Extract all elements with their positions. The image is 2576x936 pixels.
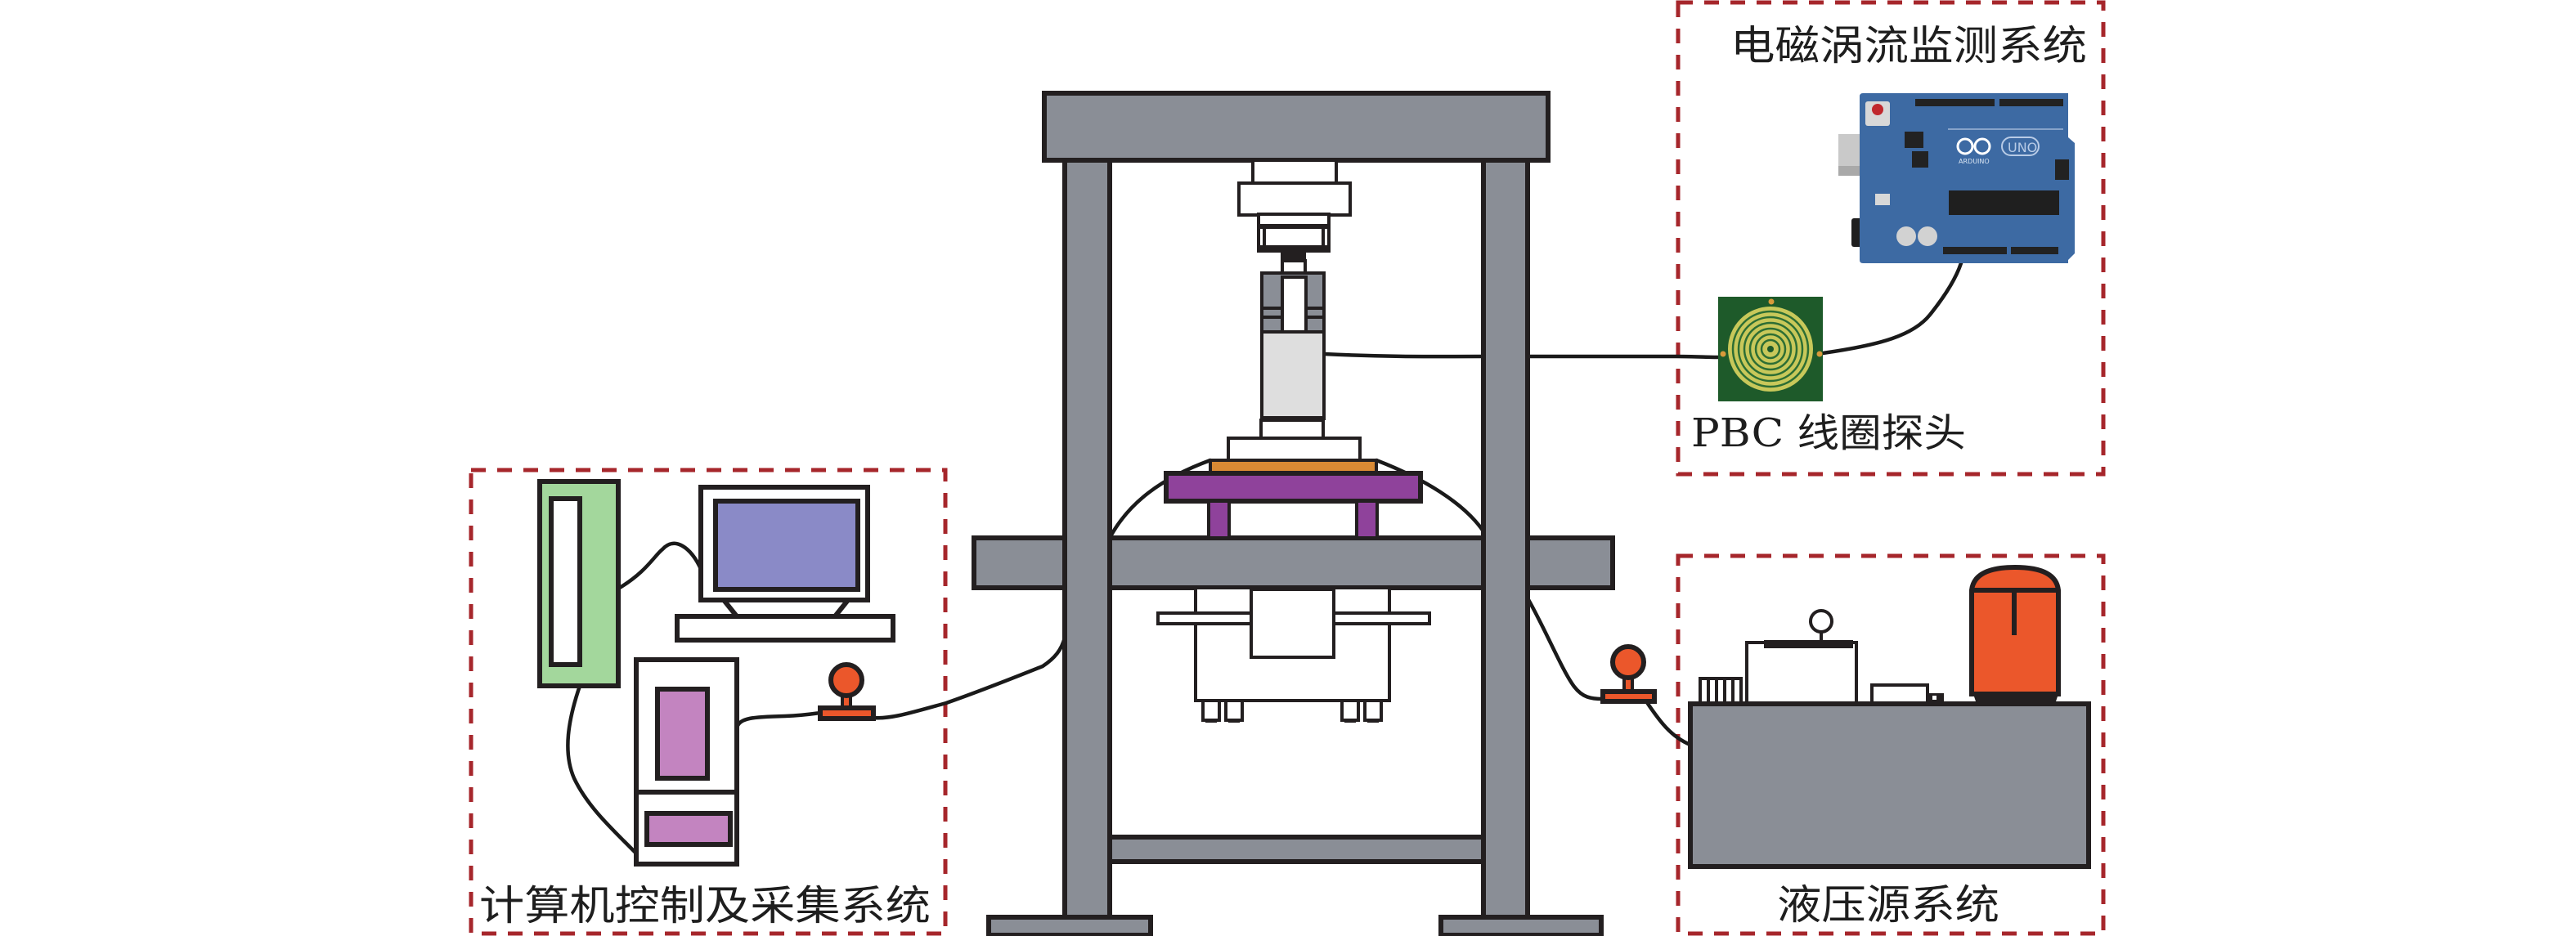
valve-base <box>1600 689 1657 704</box>
coil-pad-left <box>1720 351 1726 357</box>
capacitor-1 <box>1896 226 1916 246</box>
tower-to-valve-wire <box>734 710 823 730</box>
uno-label: UNO <box>2008 140 2037 155</box>
terminal-to-monitor-wire <box>616 541 703 591</box>
tower-panel-lower <box>644 811 733 847</box>
terminal-slot <box>549 496 582 667</box>
computer-tower-icon <box>634 657 739 867</box>
control-knob-light <box>1932 696 1936 700</box>
coil-rings <box>1731 310 1810 388</box>
bolt <box>1363 699 1383 722</box>
left-foot <box>986 915 1153 936</box>
bolt <box>1201 699 1221 722</box>
bolt <box>1224 699 1244 722</box>
monitor-stand-left <box>721 598 739 618</box>
bolt <box>1340 699 1360 722</box>
arduino-logo-right <box>1973 137 1991 155</box>
base-block <box>1227 437 1362 462</box>
chip-small <box>1912 151 1928 168</box>
bottom-tie-beam <box>1107 835 1486 864</box>
monitor-screen <box>713 499 860 592</box>
digital-header-2 <box>1999 99 2063 106</box>
vent-frame <box>1699 677 1743 705</box>
probe-label: PBC 线圈探头 <box>1691 410 1966 456</box>
control-box <box>1870 683 1929 705</box>
icsp-header <box>1905 132 1923 148</box>
loading-frame <box>972 91 1615 936</box>
hydraulic-unit <box>1688 564 2091 869</box>
hydraulic-base <box>1688 701 2091 869</box>
sensor-body <box>1260 330 1326 420</box>
collar-bottom-band <box>1259 245 1329 251</box>
valve-to-frame-wire <box>871 635 1067 720</box>
pcb-coil-icon <box>1718 297 1823 401</box>
oil-tank <box>1745 641 1858 705</box>
coil-pad-top <box>1768 298 1775 305</box>
right-valve-to-hydraulic-wire <box>1644 699 1693 747</box>
eddy-current-group-border <box>1676 0 2106 477</box>
vent-grille <box>1699 677 1743 705</box>
terminal-box-icon <box>537 479 621 688</box>
purple-plate <box>1164 471 1423 504</box>
valve-knob <box>828 662 864 698</box>
bolt-cap <box>1205 719 1217 723</box>
joystick-valve-icon <box>818 662 876 721</box>
bolt-cap <box>1367 719 1379 723</box>
specimen-arc-wire <box>1107 458 1486 540</box>
collar-band <box>1259 224 1329 229</box>
purple-leg-left <box>1207 499 1231 540</box>
grip-slot <box>1281 275 1308 334</box>
purple-leg-right <box>1355 499 1379 540</box>
capacitor-2 <box>1918 226 1937 246</box>
sensor-bottom-band <box>1261 416 1324 420</box>
power-header <box>1943 247 2007 254</box>
stem <box>1281 259 1307 275</box>
computer-group-border <box>469 468 948 936</box>
joystick-valve-icon <box>1600 644 1657 704</box>
bolts <box>1201 699 1383 723</box>
valve-knob <box>1610 644 1646 680</box>
monitor-icon <box>675 485 895 643</box>
board-body <box>1860 93 2075 263</box>
digital-header-1 <box>1915 99 1995 106</box>
top-beam <box>1042 91 1551 163</box>
collar-nub <box>1281 251 1306 261</box>
bolt-cap <box>1344 719 1356 723</box>
monitor-stand-right <box>832 598 850 618</box>
regulator <box>1875 194 1890 205</box>
tank-lid <box>1764 640 1853 648</box>
terminal-to-tower-wire <box>566 683 639 856</box>
actuator-neck <box>1251 159 1338 185</box>
gauge-dial <box>1809 609 1833 634</box>
reset-button-cap <box>1872 104 1883 115</box>
right-foot <box>1438 915 1604 936</box>
tower-panel-upper <box>655 687 710 781</box>
arduino-brand-label: ARDUINO <box>1959 158 1990 165</box>
valve-base <box>818 705 876 721</box>
pressure-gauge-icon <box>1809 609 1833 640</box>
eddy-current-title: 电磁涡流监测系统 <box>1730 22 2087 69</box>
right-column <box>1481 158 1530 920</box>
hydraulic-group-title: 液压源系统 <box>1777 881 1999 929</box>
arduino-logo-left <box>1956 137 1974 155</box>
left-column <box>1062 158 1112 920</box>
actuator-head <box>1237 181 1352 217</box>
keyboard-base <box>675 614 895 643</box>
icsp-header-right <box>2055 159 2069 180</box>
probe-to-arduino-wire <box>1820 261 1963 356</box>
arduino-board-icon: UNO ARDUINO <box>1838 93 2075 263</box>
coil-center <box>1767 346 1774 352</box>
coil-pad-right <box>1816 351 1823 357</box>
frame-to-right-valve-wire <box>1524 594 1605 701</box>
computer-group-title: 计算机控制及采集系统 <box>479 882 931 929</box>
bolt-cap <box>1228 719 1240 723</box>
uno-badge <box>2001 137 2040 156</box>
lower-block <box>1259 419 1325 440</box>
analog-header <box>2011 247 2058 254</box>
atmega-chip <box>1949 190 2059 215</box>
motor-icon <box>1969 564 2061 704</box>
lower-inner-box <box>1250 588 1335 659</box>
hydraulic-group-border <box>1676 553 2106 936</box>
